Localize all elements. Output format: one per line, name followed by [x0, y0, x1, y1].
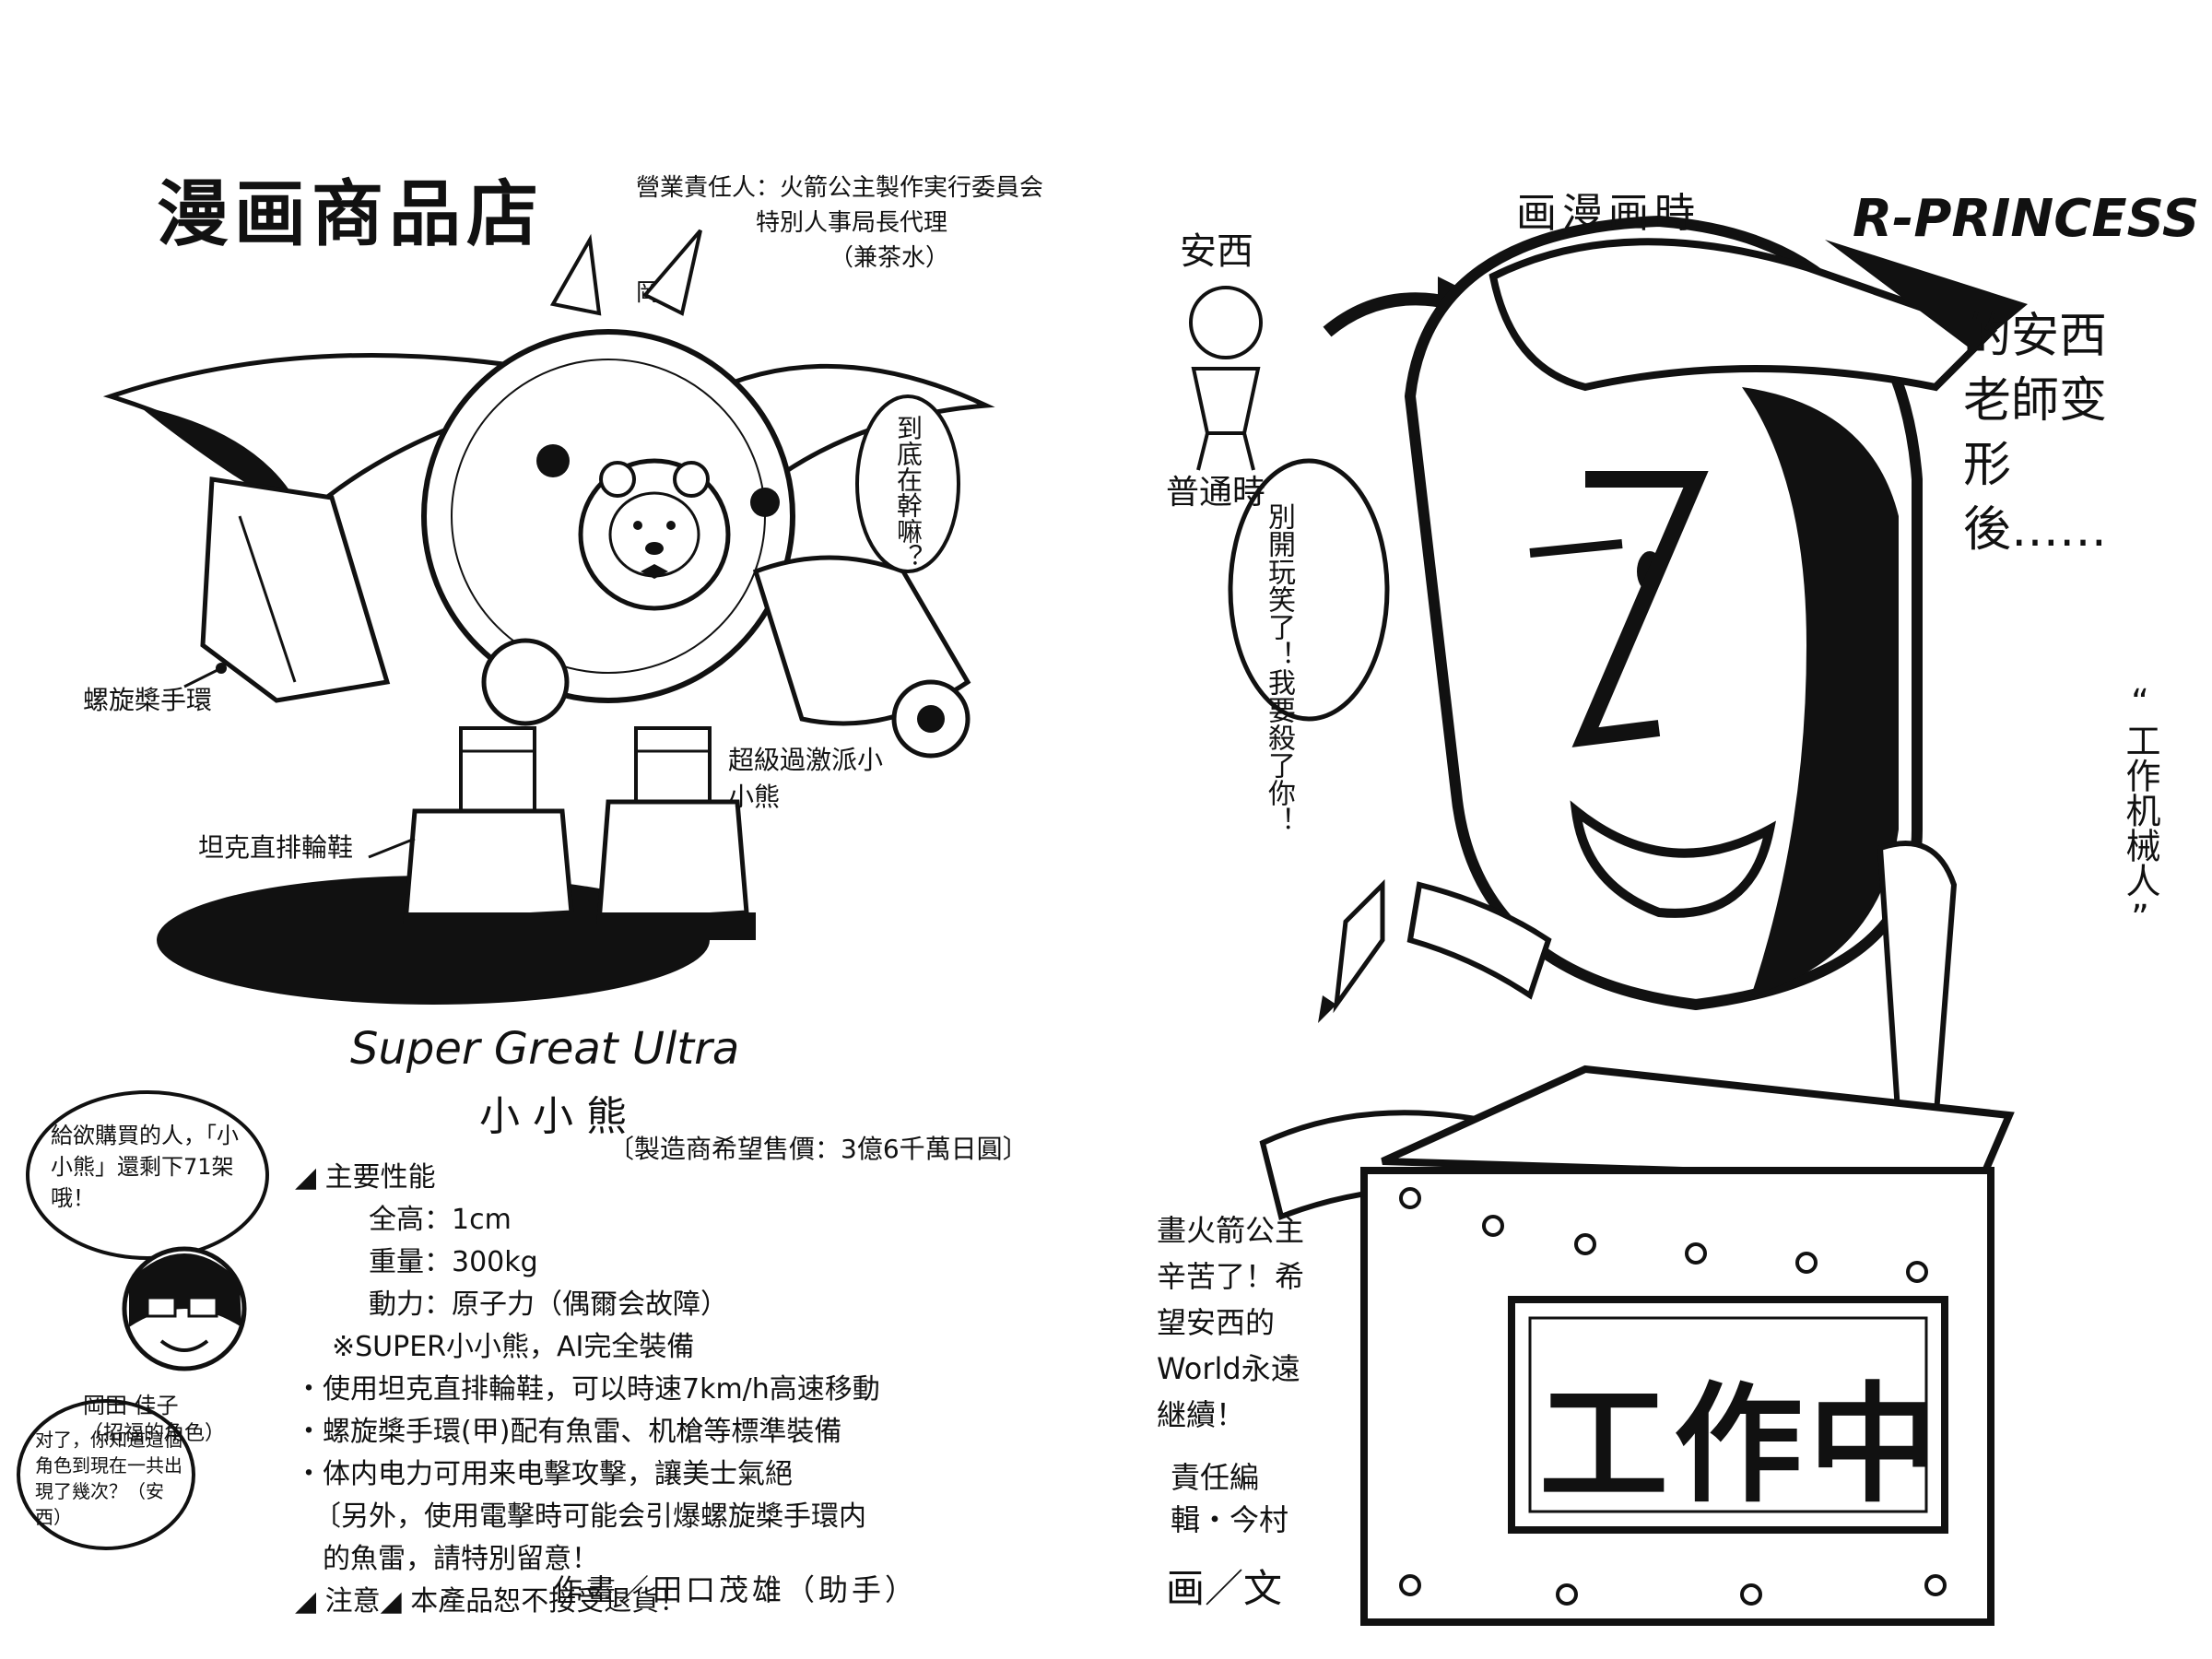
spec-line: 動力：原子力（偶爾会故障） [369, 1288, 728, 1321]
assistant-speech: 給欲購買的人，「小小熊」還剩下71架哦！ [51, 1123, 239, 1211]
right-page: 画漫画時 R-PRINCESS 安西 普通時 的安西老師变形後…… “工作机械人… [1106, 0, 2212, 1659]
anzai-speech-bubble: 別開玩笑了！我要殺了你！ [1263, 502, 1295, 834]
robot-bear-illustration [102, 229, 995, 1005]
assistant-role: （招福的角色） [83, 1422, 226, 1445]
robot-speech-bubble: 到底在幹嘛？ [893, 415, 924, 570]
product-name: 小小熊 [479, 1093, 640, 1140]
label-bear: 超級過激派小小熊 [728, 745, 884, 812]
spec-line: ・螺旋槳手環(甲)配有魚雷、机槍等標準裝備 [295, 1416, 842, 1448]
credit-line-3: （兼茶水） [830, 244, 950, 272]
label-tank-skates: 坦克直排輪鞋 [198, 832, 354, 863]
spec-line: 的魚雷，請特別留意！ [323, 1543, 599, 1575]
robot-anzai-illustration [1189, 215, 2028, 1626]
spec-line: 重量：300kg [369, 1246, 538, 1278]
spec-line: ※SUPER小小熊，AI完全裝備 [332, 1331, 695, 1363]
left-footer-credit: 作畫／田口茂雄（助手） [553, 1572, 919, 1607]
spec-line: 全高：1cm [369, 1204, 512, 1236]
product-name-en: Super Great Ultra [350, 1023, 740, 1075]
assistant-illustration [17, 1090, 269, 1550]
credit-line-2: 特別人事局長代理 [756, 209, 948, 237]
box-sign: 工作中 [1539, 1371, 1944, 1521]
label-propeller: 螺旋槳手環 [83, 685, 213, 715]
page-title: 漫画商品店 [157, 173, 545, 256]
top-caption: 画漫画時 [1516, 190, 1700, 237]
specs-block: ◢ 主要性能 全高：1cm 重量：300kg 動力：原子力（偶爾会故障） ※SU… [295, 1157, 880, 1623]
spec-line: ・体内电力可用来电擊攻擊，讓美士氣絕 [295, 1458, 793, 1490]
assistant-name: 岡田 佳子 [83, 1393, 179, 1418]
editor-name: 責任編輯・今村 [1171, 1460, 1289, 1537]
credit-line-1: 營業責任人：火箭公主製作実行委員会 [636, 174, 1044, 202]
right-footer-credit: 画／文 [1166, 1566, 1283, 1611]
robot-caption: “工作机械人” [2120, 682, 2160, 938]
anzai-speech: 对了，你知道這個角色到現在一共出現了幾次？（安西） [35, 1429, 182, 1528]
transform-caption: 的安西老師变形後…… [1963, 309, 2108, 558]
spec-line: 〔另外，使用電擊時可能会引爆螺旋槳手環内 [313, 1500, 866, 1533]
normal-label-top: 安西 [1180, 230, 1253, 273]
spec-line: ・使用坦克直排輪鞋，可以時速7km/h高速移動 [295, 1373, 880, 1406]
editor-note: 畫火箭公主辛苦了！希望安西的World永遠継續！ [1157, 1213, 1305, 1432]
product-price: 〔製造商希望售價：3億6千萬日圓〕 [608, 1134, 1029, 1164]
left-page: 漫画商品店 營業責任人：火箭公主製作実行委員会 特別人事局長代理 （兼茶水） 岡… [17, 173, 1044, 1623]
specs-header: ◢ 主要性能 [295, 1161, 436, 1194]
brand-title: R-PRINCESS [1853, 189, 2200, 249]
spec-line: ◢ 注意◢ 本產品恕不接受退貨！ [295, 1585, 688, 1618]
normal-label-bottom: 普通時 [1166, 474, 1266, 512]
